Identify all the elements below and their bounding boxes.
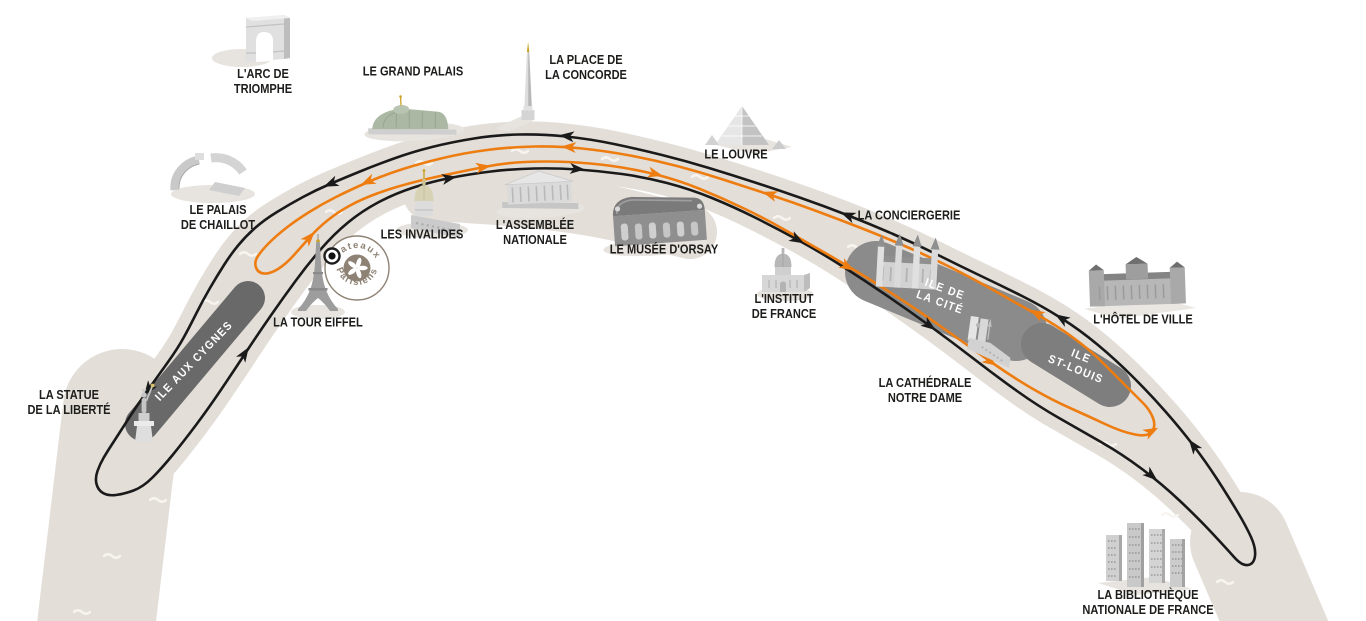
- landmark-icons: [134, 15, 1197, 595]
- label-palais-chaillot: LE PALAIS DE CHAILLOT: [180, 202, 256, 232]
- route-direction-arrow: [441, 174, 457, 185]
- water-ripple: [600, 156, 620, 162]
- route-direction-arrow: [762, 191, 779, 202]
- water-ripple: [1215, 579, 1235, 585]
- invalides-icon: [396, 169, 468, 238]
- statue-of-liberty-icon: [134, 383, 155, 442]
- water-ripple: [72, 609, 92, 615]
- main-route-line: [94, 133, 1257, 567]
- label-place-concorde: LA PLACE DE LA CONCORDE: [545, 52, 627, 82]
- water-ripple: [324, 209, 344, 215]
- water-ripple: [102, 553, 122, 559]
- ile-st-louis-island: [1021, 323, 1131, 407]
- route-direction-arrow: [323, 175, 340, 187]
- ile-aux-cygnes-island: [125, 281, 265, 441]
- cruise-routes-layer: [94, 131, 1257, 567]
- label-hotel-de-ville: L'HÔTEL DE VILLE: [1093, 311, 1193, 327]
- water-ripple: [772, 215, 792, 221]
- bateaux-parisiens-logo: Bateaux Parisiens: [324, 235, 390, 301]
- departure-point-marker[interactable]: [323, 247, 341, 265]
- route-direction-arrow: [143, 380, 158, 396]
- institut-de-france-icon: [757, 248, 813, 301]
- route-direction-arrow: [1029, 309, 1046, 322]
- label-grand-palais: LE GRAND PALAIS: [362, 63, 464, 79]
- label-institut-de-france: L'INSTITUT DE FRANCE: [751, 291, 817, 321]
- route-direction-arrow: [788, 231, 805, 244]
- seine-river-southwest-arm: [37, 349, 181, 621]
- seine-river-southeast-arm: [1190, 492, 1329, 621]
- route-direction-arrow: [559, 131, 575, 143]
- arc-de-triomphe-icon: [212, 15, 290, 67]
- route-direction-arrow: [1055, 314, 1071, 327]
- water-ripple: [690, 174, 710, 180]
- label-conciergerie: LA CONCIERGERIE: [857, 207, 961, 223]
- label-invalides: LES INVALIDES: [380, 226, 464, 242]
- assemblee-nationale-icon: [496, 170, 585, 219]
- label-tour-eiffel: LA TOUR EIFFEL: [273, 314, 363, 330]
- route-direction-arrow: [981, 353, 997, 366]
- notre-dame-icon: [967, 315, 1011, 368]
- water-ripple: [510, 148, 530, 154]
- musee-orsay-icon: [603, 196, 708, 257]
- water-ripple: [1160, 512, 1180, 518]
- route-direction-arrow: [1142, 427, 1159, 440]
- label-bibliotheque-nationale: LA BIBLIOTHÈQUE NATIONALE DE FRANCE: [1082, 587, 1214, 617]
- conciergerie-icon: [875, 233, 940, 290]
- route-direction-arrow: [646, 166, 663, 178]
- route-direction-arrow: [561, 142, 577, 154]
- eiffel-tower-icon: [291, 234, 345, 319]
- route-direction-arrow: [569, 162, 585, 174]
- logo-pinwheel-icon: [343, 254, 371, 282]
- route-direction-arrow: [1188, 439, 1203, 455]
- route-direction-arrow: [838, 258, 855, 271]
- palais-de-chaillot-icon: [170, 153, 255, 203]
- label-assemblee-nationale: L'ASSEMBLÉE NATIONALE: [495, 217, 575, 247]
- hotel-de-ville-icon: [1084, 257, 1197, 319]
- water-ripple: [238, 251, 258, 257]
- label-louvre: LE LOUVRE: [704, 146, 768, 162]
- route-direction-arrow: [920, 316, 936, 331]
- route-direction-arrow: [300, 231, 315, 247]
- water-ripple: [148, 497, 168, 503]
- louvre-pyramid-icon: [705, 106, 792, 154]
- route-direction-arrow: [360, 173, 377, 185]
- concorde-obelisk-icon: [496, 42, 535, 132]
- label-notre-dame: LA CATHÉDRALE NOTRE DAME: [878, 375, 972, 405]
- route-direction-arrow: [475, 162, 491, 174]
- label-statue-liberte: LA STATUE DE LA LIBERTÉ: [27, 387, 111, 417]
- short-loop-route-line: [254, 145, 1156, 437]
- label-musee-orsay: LE MUSÉE D'ORSAY: [609, 241, 719, 257]
- label-arc-de-triomphe: L'ARC DE TRIOMPHE: [233, 66, 293, 96]
- bibliotheque-nationale-icon: [1098, 523, 1192, 595]
- route-direction-arrow: [1142, 466, 1158, 481]
- route-direction-arrow: [236, 347, 249, 363]
- route-direction-arrow: [840, 212, 857, 224]
- grand-palais-icon: [364, 95, 465, 142]
